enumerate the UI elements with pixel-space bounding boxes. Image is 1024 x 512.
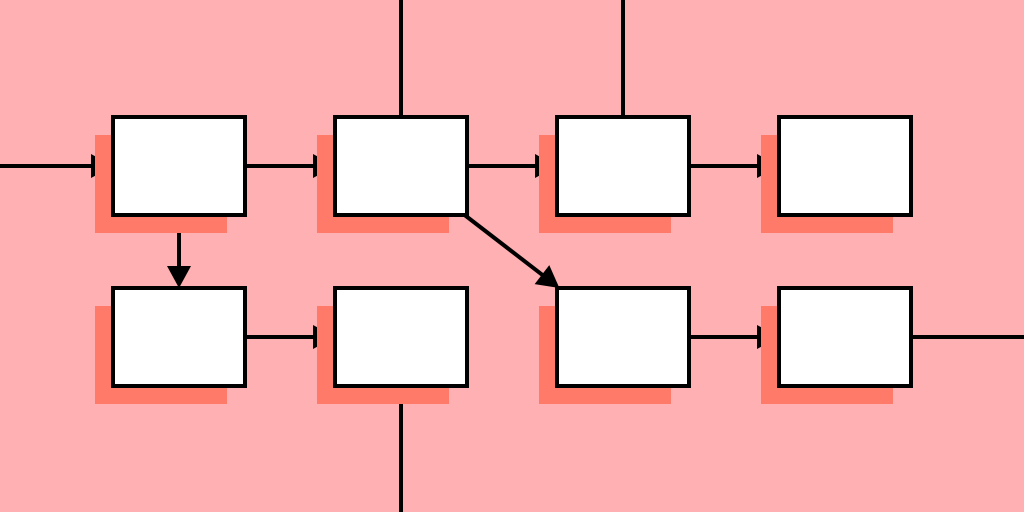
node-box[interactable]	[333, 115, 469, 217]
node-r1c1[interactable]	[95, 115, 247, 233]
node-box[interactable]	[111, 115, 247, 217]
node-box[interactable]	[777, 286, 913, 388]
node-r2c2[interactable]	[317, 286, 469, 404]
arrowhead-icon	[167, 266, 191, 288]
arrowhead-icon	[534, 265, 560, 288]
connector-r1c2-to-r2c3	[463, 213, 560, 288]
node-r1c4[interactable]	[761, 115, 913, 233]
node-box[interactable]	[555, 286, 691, 388]
nodes-layer	[95, 115, 913, 404]
node-box[interactable]	[111, 286, 247, 388]
node-r2c1[interactable]	[95, 286, 247, 404]
node-r1c2[interactable]	[317, 115, 469, 233]
node-box[interactable]	[555, 115, 691, 217]
node-r1c3[interactable]	[539, 115, 691, 233]
node-r2c3[interactable]	[539, 286, 691, 404]
node-box[interactable]	[777, 115, 913, 217]
node-box[interactable]	[333, 286, 469, 388]
node-r2c4[interactable]	[761, 286, 913, 404]
connector-line	[463, 213, 545, 278]
